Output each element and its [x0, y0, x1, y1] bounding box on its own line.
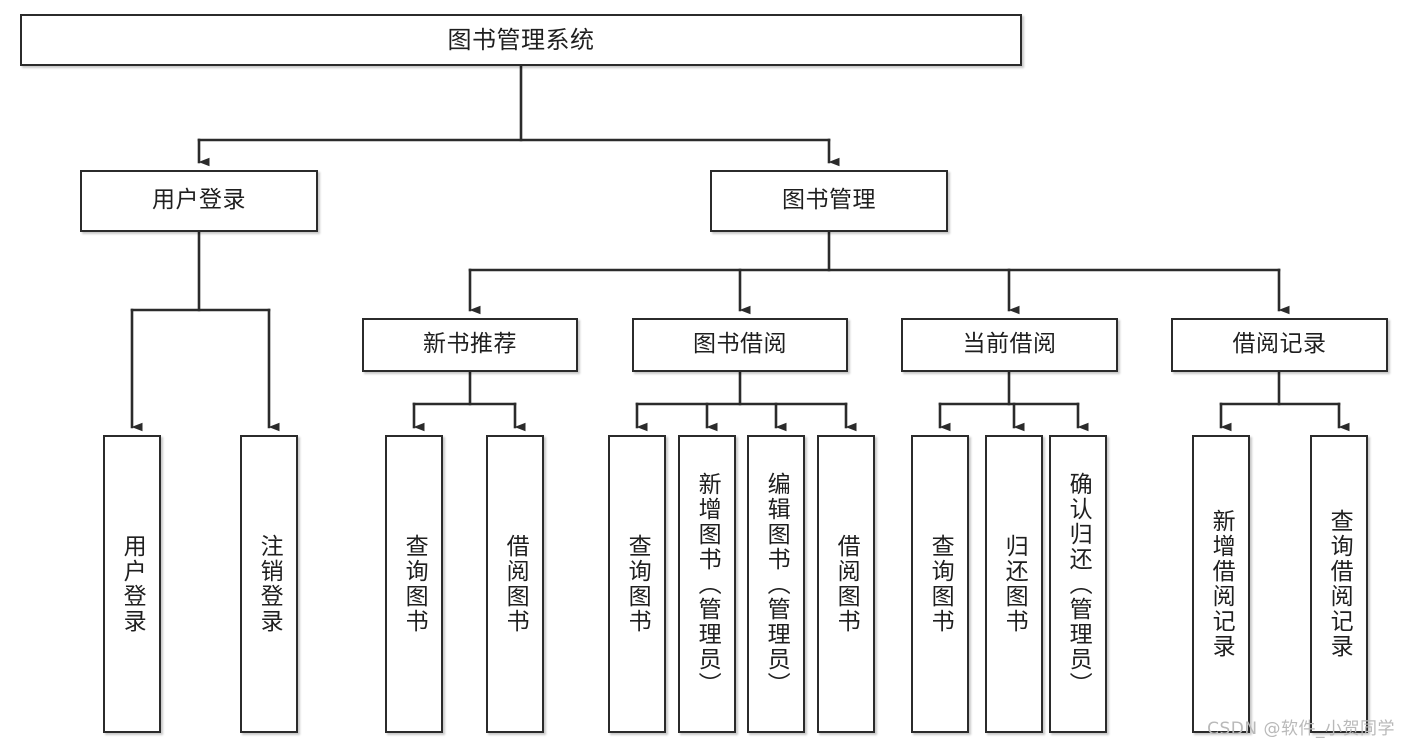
node-leaf-logout-label: 注销登录	[256, 534, 283, 634]
node-new-book-recommend[interactable]: 新书推荐	[362, 318, 578, 372]
node-book-manage[interactable]: 图书管理	[710, 170, 948, 232]
node-leaf-return-book-label: 归还图书	[1001, 534, 1028, 634]
node-leaf-return-book[interactable]: 归还图书	[985, 435, 1043, 733]
node-leaf-query-book-1[interactable]: 查询图书	[385, 435, 443, 733]
node-borrow-record[interactable]: 借阅记录	[1171, 318, 1388, 372]
node-book-manage-label: 图书管理	[782, 187, 876, 214]
node-current-borrow[interactable]: 当前借阅	[901, 318, 1118, 372]
node-leaf-query-book-3[interactable]: 查询图书	[911, 435, 969, 733]
node-leaf-user-login[interactable]: 用户登录	[103, 435, 161, 733]
node-leaf-borrow-book-1[interactable]: 借阅图书	[486, 435, 544, 733]
node-leaf-confirm-return[interactable]: 确认归还（管理员）	[1049, 435, 1107, 733]
node-leaf-add-borrow-record[interactable]: 新增借阅记录	[1192, 435, 1250, 733]
node-leaf-confirm-return-label: 确认归还（管理员）	[1065, 471, 1092, 697]
node-leaf-logout[interactable]: 注销登录	[240, 435, 298, 733]
node-leaf-add-book-label: 新增图书（管理员）	[694, 471, 721, 697]
node-leaf-borrow-book-1-label: 借阅图书	[502, 534, 529, 634]
node-leaf-query-borrow-record-label: 查询借阅记录	[1326, 509, 1353, 659]
csdn-watermark: CSDN @软件_小贺同学	[1207, 719, 1395, 739]
node-leaf-borrow-book-2[interactable]: 借阅图书	[817, 435, 875, 733]
node-user-login-label: 用户登录	[152, 187, 246, 214]
node-book-borrow[interactable]: 图书借阅	[632, 318, 848, 372]
node-leaf-edit-book-label: 编辑图书（管理员）	[763, 471, 790, 697]
node-leaf-borrow-book-2-label: 借阅图书	[833, 534, 860, 634]
node-user-login[interactable]: 用户登录	[80, 170, 318, 232]
node-leaf-add-book[interactable]: 新增图书（管理员）	[678, 435, 736, 733]
node-borrow-record-label: 借阅记录	[1232, 331, 1327, 358]
node-leaf-query-book-1-label: 查询图书	[401, 534, 428, 634]
node-leaf-query-book-2-label: 查询图书	[624, 534, 651, 634]
node-leaf-query-book-3-label: 查询图书	[927, 534, 954, 634]
node-current-borrow-label: 当前借阅	[962, 331, 1057, 358]
node-leaf-user-login-label: 用户登录	[119, 534, 146, 634]
node-root-label: 图书管理系统	[447, 25, 595, 54]
node-leaf-edit-book[interactable]: 编辑图书（管理员）	[747, 435, 805, 733]
node-leaf-query-book-2[interactable]: 查询图书	[608, 435, 666, 733]
node-new-book-recommend-label: 新书推荐	[423, 331, 517, 358]
node-leaf-add-borrow-record-label: 新增借阅记录	[1208, 509, 1235, 659]
node-root[interactable]: 图书管理系统	[20, 14, 1022, 66]
node-book-borrow-label: 图书借阅	[693, 331, 787, 358]
node-leaf-query-borrow-record[interactable]: 查询借阅记录	[1310, 435, 1368, 733]
